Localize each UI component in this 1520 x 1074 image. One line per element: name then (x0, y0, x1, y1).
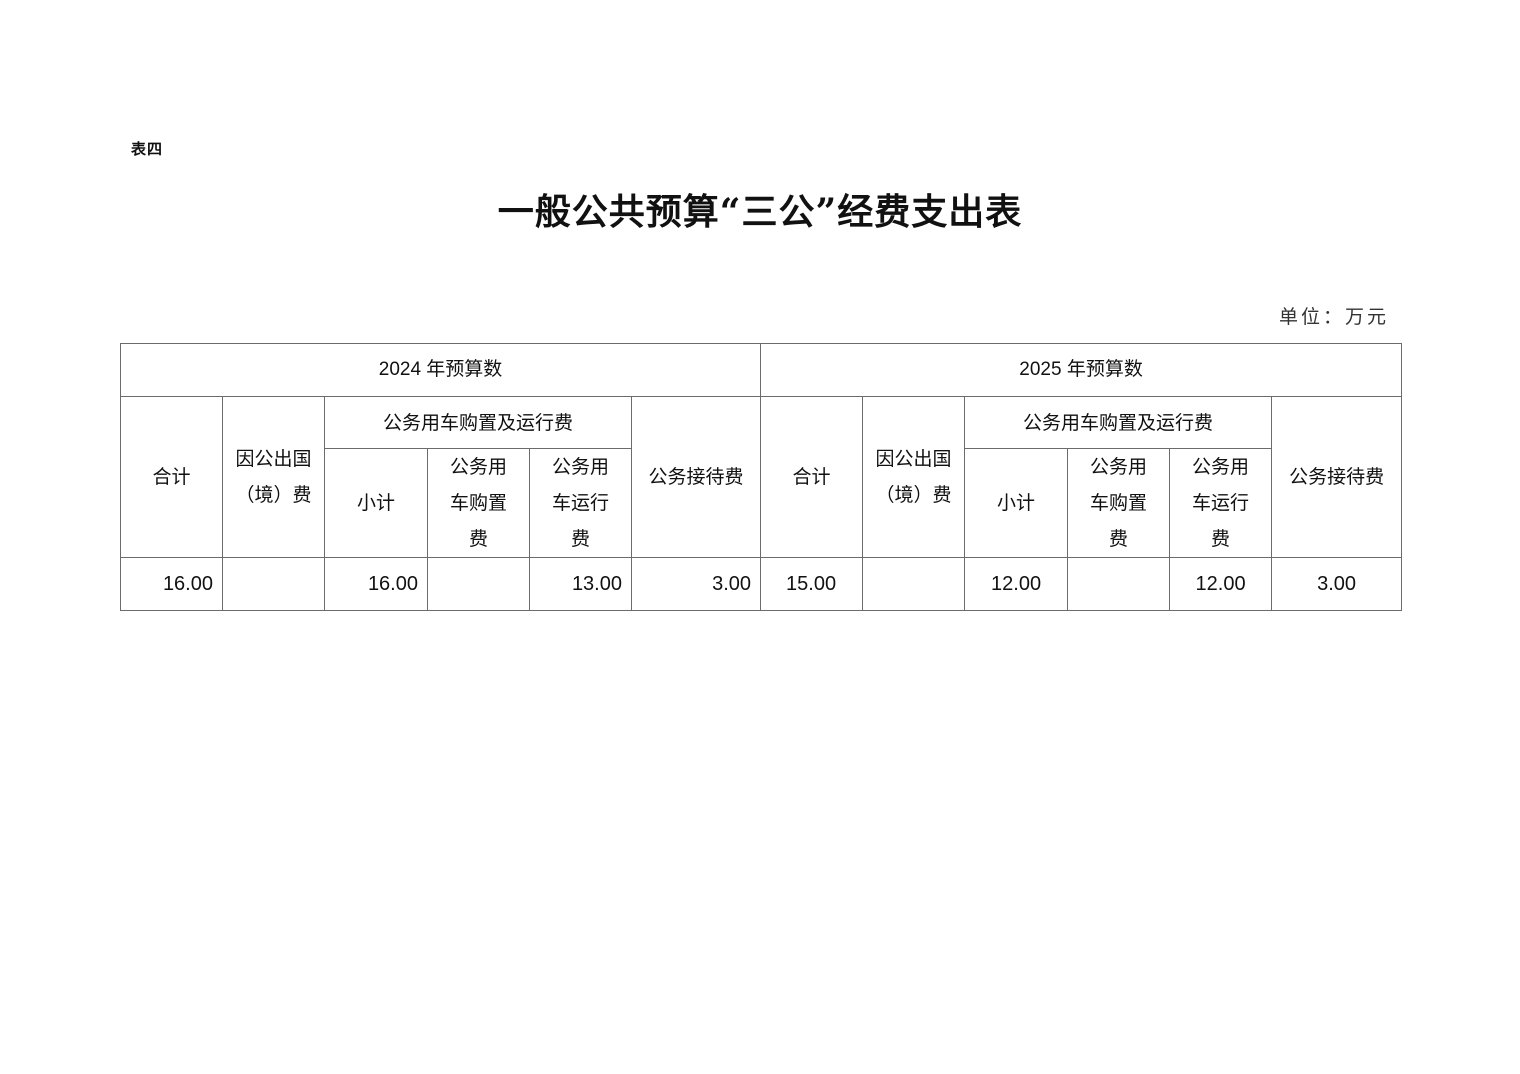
cell-vehicle-operation-2024: 13.00 (529, 557, 632, 611)
col-vehicle-purchase-2024: 公务用车购置费 (427, 448, 530, 558)
col-total-2025: 合计 (760, 396, 864, 558)
col-abroad-2025: 因公出国（境）费 (862, 396, 966, 558)
col-vehicle-group-2025: 公务用车购置及运行费 (964, 396, 1273, 449)
col-vehicle-purchase-2025: 公务用车购置费 (1067, 448, 1171, 558)
col-vehicle-subtotal-2024: 小计 (324, 448, 428, 558)
cell-vehicle-subtotal-2025: 12.00 (964, 557, 1069, 611)
cell-vehicle-operation-2025: 12.00 (1169, 557, 1273, 611)
col-vehicle-operation-2025: 公务用车运行费 (1169, 448, 1273, 558)
col-vehicle-group-2024: 公务用车购置及运行费 (324, 396, 632, 449)
year-header-2024: 2024 年预算数 (119, 343, 762, 397)
col-abroad-2024: 因公出国（境）费 (222, 396, 325, 558)
year-header-2025: 2025 年预算数 (760, 343, 1403, 397)
col-reception-2025: 公务接待费 (1271, 396, 1403, 558)
table-row: 16.00 16.00 13.00 3.00 15.00 12.00 12.00… (120, 557, 1403, 611)
col-vehicle-operation-2024: 公务用车运行费 (529, 448, 632, 558)
cell-abroad-2025 (862, 557, 966, 611)
col-reception-2024: 公务接待费 (630, 396, 762, 558)
cell-total-2024: 16.00 (120, 557, 223, 611)
cell-reception-2025: 3.00 (1271, 557, 1403, 611)
cell-total-2025: 15.00 (760, 557, 864, 611)
cell-vehicle-subtotal-2024: 16.00 (324, 557, 428, 611)
three-public-expenses-table: 2024 年预算数 2025 年预算数 合计 因公出国（境）费 公务用车购置及运… (119, 343, 1403, 611)
col-vehicle-subtotal-2025: 小计 (964, 448, 1069, 558)
cell-reception-2024: 3.00 (630, 557, 762, 611)
unit-label: 单位：万元 (1278, 306, 1389, 328)
cell-vehicle-purchase-2024 (427, 557, 530, 611)
page-title: 一般公共预算“三公”经费支出表 (497, 191, 1023, 233)
col-total-2024: 合计 (120, 396, 223, 558)
cell-abroad-2024 (222, 557, 325, 611)
cell-vehicle-purchase-2025 (1067, 557, 1171, 611)
table-number-label: 表四 (131, 140, 164, 158)
